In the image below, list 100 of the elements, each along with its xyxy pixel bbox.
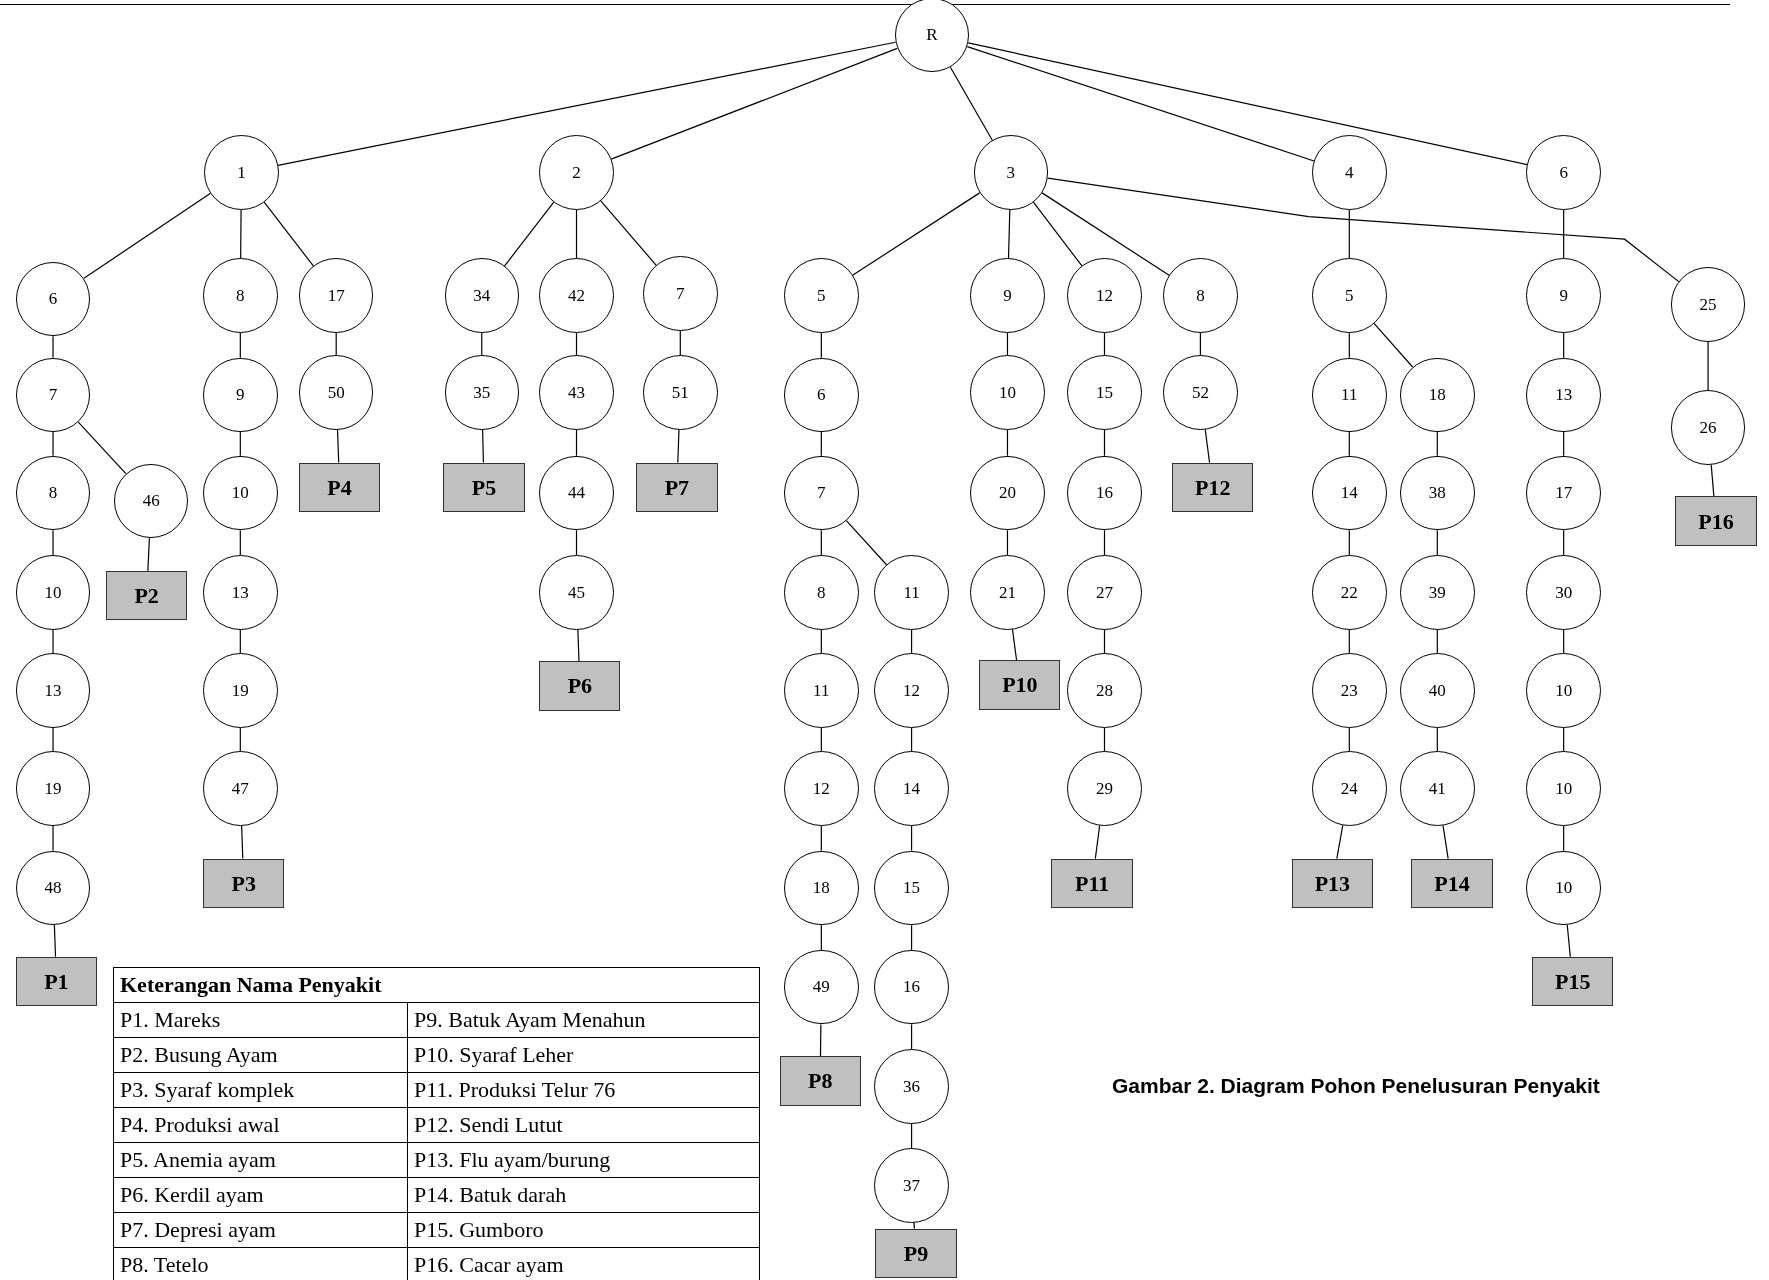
table-cell: P6. Kerdil ayam bbox=[114, 1178, 408, 1212]
connector-line bbox=[677, 429, 680, 464]
connector-line bbox=[52, 628, 54, 654]
result-box: P8 bbox=[779, 1056, 861, 1106]
connector-line bbox=[52, 727, 54, 752]
connector-line bbox=[1436, 529, 1438, 556]
connector-line bbox=[610, 47, 898, 160]
connector-line bbox=[913, 1222, 916, 1230]
connector-line bbox=[1348, 727, 1350, 752]
connector-line bbox=[240, 209, 242, 259]
connector-line bbox=[1563, 431, 1565, 457]
connector-line bbox=[335, 332, 337, 356]
connector-line bbox=[679, 329, 681, 356]
connector-line bbox=[1348, 431, 1350, 457]
connector-line bbox=[911, 924, 913, 951]
connector-line bbox=[820, 825, 822, 852]
connector-line bbox=[819, 1023, 822, 1057]
connector-line bbox=[83, 192, 212, 279]
connector-line bbox=[1006, 529, 1009, 556]
connector-line bbox=[1563, 628, 1565, 654]
connector-line bbox=[1103, 332, 1106, 356]
connector-line bbox=[277, 41, 896, 166]
connector-line bbox=[820, 924, 822, 951]
table-cell: P5. Anemia ayam bbox=[114, 1143, 408, 1177]
result-box: P6 bbox=[539, 661, 621, 711]
result-box: P10 bbox=[979, 660, 1061, 710]
connector-line bbox=[967, 42, 1528, 166]
connector-line bbox=[911, 825, 913, 852]
connector-line bbox=[1094, 824, 1101, 860]
table-cell-text: P11. Produksi Telur 76 bbox=[413, 1076, 617, 1104]
connector-line bbox=[481, 332, 483, 356]
connector-line bbox=[1041, 192, 1170, 276]
connector-line bbox=[1566, 924, 1571, 958]
connector-line bbox=[1103, 727, 1106, 752]
connector-line bbox=[1103, 628, 1106, 654]
connector-line bbox=[1348, 209, 1350, 259]
connector-line bbox=[820, 332, 822, 359]
connector-line bbox=[263, 201, 315, 267]
connector-line bbox=[1707, 341, 1709, 391]
connector-line bbox=[1373, 322, 1414, 368]
connector-line bbox=[1348, 529, 1350, 556]
connector-line bbox=[575, 529, 578, 556]
result-box: P16 bbox=[1675, 496, 1757, 546]
connector-line bbox=[1436, 431, 1438, 457]
result-box: P1 bbox=[15, 956, 97, 1007]
connector-line bbox=[575, 332, 578, 356]
connector-line bbox=[1563, 727, 1565, 752]
connector-line bbox=[820, 727, 822, 752]
table-cell: P4. Produksi awal bbox=[114, 1108, 408, 1142]
connector-line bbox=[1348, 628, 1350, 654]
caption: Gambar 2. Diagram Pohon Penelusuran Penyakit bbox=[1112, 1073, 1600, 1099]
connector-line bbox=[1563, 209, 1565, 259]
connector-line bbox=[503, 201, 555, 267]
table-cell-text: P12. Sendi Lutut bbox=[413, 1111, 564, 1139]
table-cell: P8. Tetelo bbox=[114, 1248, 408, 1280]
connector-line bbox=[820, 431, 822, 457]
connector-line bbox=[147, 537, 150, 572]
result-box: P7 bbox=[636, 462, 718, 513]
connector-line bbox=[1436, 727, 1438, 752]
connector-line bbox=[911, 727, 913, 752]
connector-line bbox=[52, 529, 54, 556]
connector-line bbox=[482, 429, 484, 464]
connector-line bbox=[1563, 825, 1565, 852]
connector-line bbox=[77, 421, 127, 475]
connector-line bbox=[52, 335, 54, 359]
table-cell-text: P10. Syaraf Leher bbox=[413, 1041, 575, 1069]
connector-line bbox=[600, 200, 657, 266]
table-cell-text: P9. Batuk Ayam Menahun bbox=[413, 1006, 647, 1034]
result-box: P14 bbox=[1411, 858, 1493, 909]
table-cell: P2. Busung Ayam bbox=[114, 1038, 408, 1072]
connector-line bbox=[1103, 429, 1106, 457]
connector-line bbox=[52, 431, 54, 457]
connector-line bbox=[911, 1123, 913, 1150]
connector-line bbox=[911, 1023, 913, 1050]
connector-line bbox=[239, 727, 241, 752]
connector-line bbox=[53, 924, 57, 958]
table-cell: P1. Mareks bbox=[114, 1003, 408, 1037]
connector-line bbox=[1007, 209, 1011, 259]
connector-line bbox=[1336, 824, 1344, 860]
connector-line bbox=[1348, 332, 1350, 359]
connector-line bbox=[1103, 529, 1106, 556]
table-cell-text: P15. Gumboro bbox=[413, 1216, 545, 1244]
result-box: P13 bbox=[1291, 858, 1373, 909]
connector-line bbox=[577, 628, 580, 662]
connector-line bbox=[851, 192, 981, 276]
connector-line bbox=[241, 825, 244, 860]
result-box: P2 bbox=[106, 570, 188, 621]
connector-line bbox=[575, 429, 578, 457]
connector-line bbox=[1436, 628, 1438, 654]
connector-line bbox=[239, 628, 241, 654]
connector-line bbox=[1011, 628, 1018, 661]
connector-line bbox=[1006, 332, 1009, 356]
result-box: P5 bbox=[443, 462, 525, 513]
connector-line bbox=[1204, 428, 1211, 464]
connector-line bbox=[336, 429, 340, 464]
connector-line bbox=[1710, 464, 1715, 497]
result-box: P3 bbox=[203, 858, 285, 909]
table-cell-text: P16. Cacar ayam bbox=[413, 1251, 565, 1279]
connector-line bbox=[1563, 529, 1565, 556]
result-box: P12 bbox=[1172, 462, 1254, 513]
